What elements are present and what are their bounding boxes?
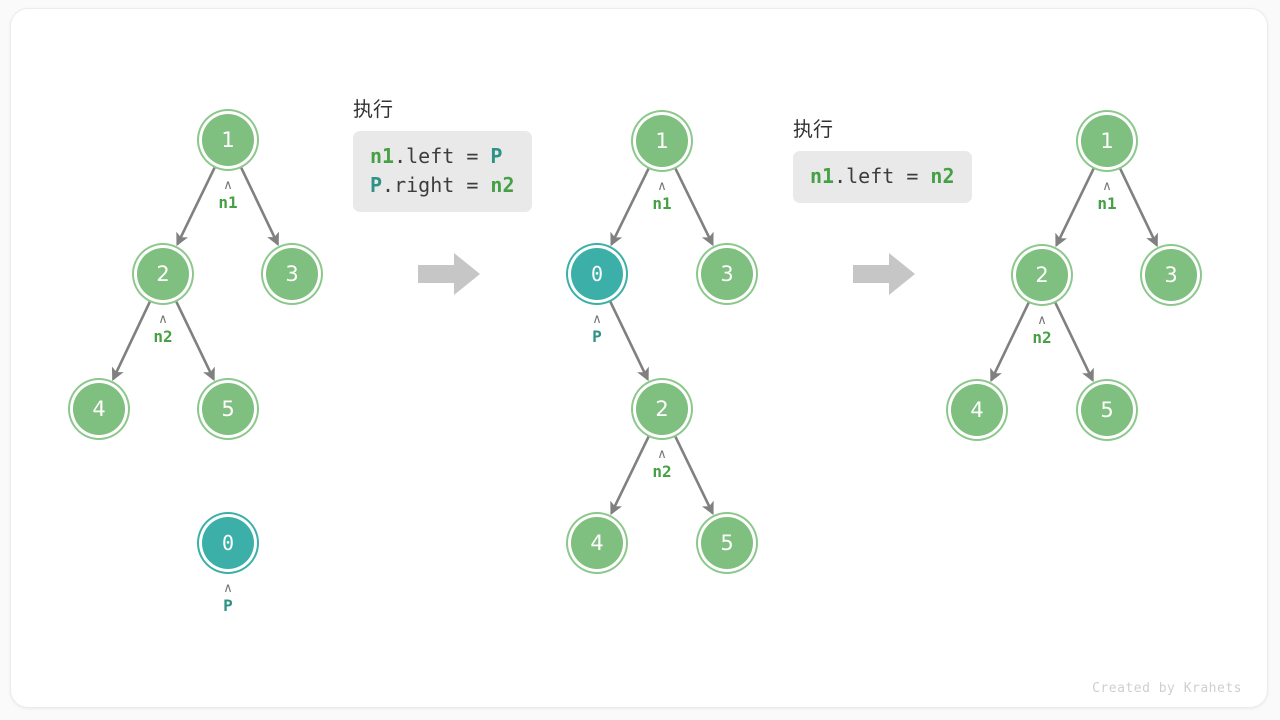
- tree-node-1[interactable]: 1: [202, 114, 254, 166]
- code-token: n2: [490, 173, 515, 197]
- tree-node-value: 4: [92, 396, 106, 421]
- code-token: P: [490, 144, 503, 168]
- tree-edge: [990, 299, 1032, 383]
- pointer-label-n1: ∧n1: [218, 178, 238, 212]
- tree-node-value: 3: [1164, 262, 1178, 287]
- pointer-name: n2: [652, 462, 672, 481]
- tree-node-value: 1: [221, 127, 235, 152]
- tree-node-0[interactable]: 0: [571, 248, 623, 300]
- pointer-name: n1: [218, 193, 238, 212]
- pointer-name: P: [223, 596, 233, 615]
- tree-node-value: 4: [590, 530, 604, 555]
- tree-edge: [1055, 165, 1096, 248]
- pointer-name: n2: [153, 327, 173, 346]
- annotation-2: 执行 n1.left = n2: [793, 116, 972, 203]
- tree-node-5[interactable]: 5: [202, 383, 254, 435]
- code-token: n1: [810, 164, 835, 188]
- caret-up-icon: ∧: [1037, 313, 1047, 328]
- tree-node-3[interactable]: 3: [701, 248, 753, 300]
- watermark-credit: Created by Krahets: [1092, 681, 1242, 696]
- tree-edge: [610, 433, 651, 516]
- caret-up-icon: ∧: [592, 312, 602, 327]
- tree-node-value: 4: [970, 397, 984, 422]
- caret-up-icon: ∧: [223, 581, 233, 596]
- code-token: .left =: [394, 144, 491, 168]
- tree-node-4[interactable]: 4: [571, 517, 623, 569]
- annotation-title: 执行: [353, 97, 393, 121]
- tree-node-4[interactable]: 4: [73, 383, 125, 435]
- code-token: P: [370, 173, 383, 197]
- tree-node-value: 1: [655, 128, 669, 153]
- code-token: n2: [930, 164, 955, 188]
- pointer-label-n1: ∧n1: [652, 179, 672, 213]
- caret-up-icon: ∧: [223, 178, 233, 193]
- tree-edge: [111, 298, 153, 382]
- pointer-label-n2: ∧n2: [652, 447, 672, 481]
- code-token: .left =: [834, 164, 931, 188]
- tree-edge: [607, 298, 649, 382]
- tree-node-5[interactable]: 5: [701, 517, 753, 569]
- tree-node-value: 1: [1100, 128, 1114, 153]
- tree-node-value: 5: [1100, 397, 1114, 422]
- tree-node-value: 2: [156, 261, 170, 286]
- tree-edge: [173, 298, 215, 382]
- code-line: n1.left = P: [370, 142, 515, 171]
- tree-node-3[interactable]: 3: [1145, 249, 1197, 301]
- tree-node-2[interactable]: 2: [636, 383, 688, 435]
- pointer-label-n1: ∧n1: [1097, 179, 1117, 213]
- caret-up-icon: ∧: [657, 179, 667, 194]
- pointer-label-P: ∧P: [592, 312, 602, 346]
- tree-node-4[interactable]: 4: [951, 384, 1003, 436]
- tree-node-value: 0: [590, 262, 604, 286]
- pointer-name: P: [592, 327, 602, 346]
- caret-up-icon: ∧: [1102, 179, 1112, 194]
- tree-node-value: 2: [655, 396, 669, 421]
- tree-edge: [673, 433, 714, 516]
- code-box: n1.left = n2: [793, 151, 972, 203]
- transition-arrow-2: [853, 253, 915, 295]
- tree-edge: [673, 165, 714, 247]
- tree-edge: [1117, 165, 1158, 248]
- tree-node-1[interactable]: 1: [1081, 115, 1133, 167]
- tree-node-value: 5: [221, 396, 235, 421]
- tree-edge: [176, 164, 217, 247]
- tree-node-value: 2: [1035, 262, 1049, 287]
- code-token: .right =: [382, 173, 491, 197]
- tree-node-2[interactable]: 2: [137, 248, 189, 300]
- tree-node-5[interactable]: 5: [1081, 384, 1133, 436]
- annotation-title: 执行: [793, 117, 833, 141]
- code-line: n1.left = n2: [810, 162, 955, 191]
- tree-edge: [610, 165, 651, 247]
- tree-node-0[interactable]: 0: [202, 517, 254, 569]
- pointer-label-P: ∧P: [223, 581, 233, 615]
- pointer-name: n1: [652, 194, 672, 213]
- tree-node-2[interactable]: 2: [1016, 249, 1068, 301]
- tree-node-value: 3: [285, 261, 299, 286]
- caret-up-icon: ∧: [657, 447, 667, 462]
- pointer-name: n2: [1032, 328, 1052, 347]
- tree-node-1[interactable]: 1: [636, 115, 688, 167]
- pointer-label-n2: ∧n2: [1032, 313, 1052, 347]
- pointer-name: n1: [1097, 194, 1117, 213]
- transition-arrow-1: [418, 253, 480, 295]
- tree-edge: [1052, 299, 1094, 383]
- code-line: P.right = n2: [370, 171, 515, 200]
- tree-node-value: 5: [720, 530, 734, 555]
- code-token: n1: [370, 144, 395, 168]
- caret-up-icon: ∧: [158, 312, 168, 327]
- pointer-label-n2: ∧n2: [153, 312, 173, 346]
- tree-edge: [238, 164, 279, 247]
- tree-node-value: 0: [221, 531, 235, 555]
- tree-node-value: 3: [720, 261, 734, 286]
- tree-node-3[interactable]: 3: [266, 248, 318, 300]
